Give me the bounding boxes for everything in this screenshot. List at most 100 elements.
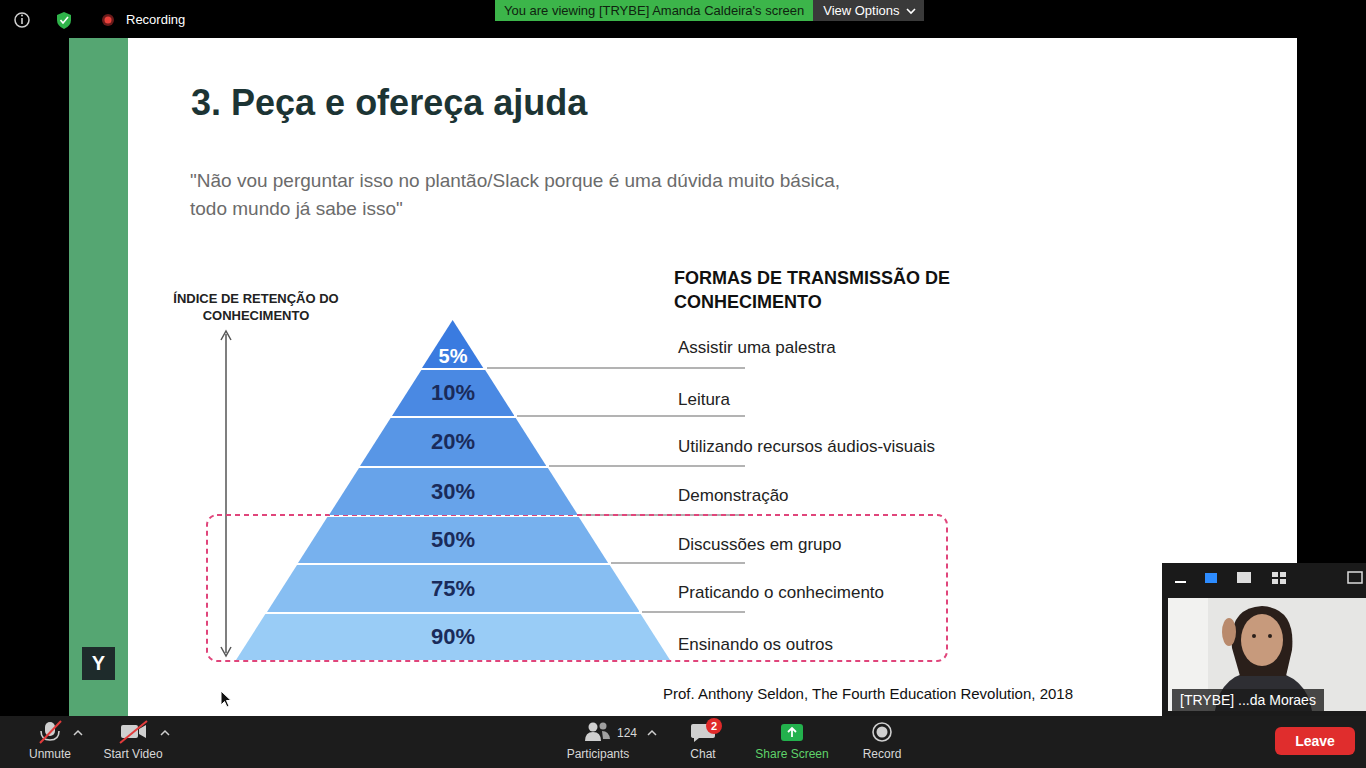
record-icon-dot: [877, 727, 888, 738]
record-dot: [105, 17, 112, 24]
leader-line: [517, 415, 745, 417]
pyramid-band: 75%: [267, 565, 640, 612]
panel-icon: [1348, 572, 1362, 583]
retention-arrow: [225, 334, 227, 653]
person-hand: [1222, 618, 1236, 646]
participants-icon: [600, 723, 607, 730]
banner-text: You are viewing [TRYBE] Amanda Caldeira'…: [504, 3, 804, 18]
panel-icon: [1280, 572, 1286, 577]
toolbar-label: Start Video: [103, 747, 162, 761]
percentage: 20%: [431, 431, 475, 453]
source-citation: Prof. Anthony Seldon, The Fourth Educati…: [663, 685, 1073, 703]
highlight-box: [207, 515, 947, 661]
participant-name: [TRYBE] ...da Moraes: [1180, 692, 1316, 708]
pyramid-band: 20%: [360, 418, 546, 466]
caret-icon: [161, 731, 169, 735]
band-fill: [329, 468, 578, 515]
pyramid-band: 50%: [298, 517, 608, 563]
share-arrow: [788, 728, 796, 737]
security-shield: [57, 12, 71, 29]
person-eye: [1268, 634, 1272, 638]
recording-status: Recording: [126, 12, 185, 28]
percentage: 50%: [431, 529, 475, 551]
video-feed: [1168, 598, 1366, 711]
participants-icon: [589, 723, 598, 732]
chat-badge: 2: [706, 718, 722, 734]
view-options-button: View Options: [813, 0, 923, 21]
video-panel: [1162, 563, 1366, 716]
percentage: 10%: [431, 382, 475, 404]
slide-title: 3. Peça e ofereça ajuda: [191, 81, 587, 125]
pyramid-band: 5%: [422, 320, 483, 368]
toolbar-label: Chat: [690, 747, 715, 761]
participant-count: 124: [617, 726, 637, 740]
band-fill: [422, 320, 483, 368]
person-face: [1241, 614, 1283, 666]
logo-box: Y: [82, 647, 115, 680]
panel-icon: [1237, 572, 1251, 583]
top-bar: [0, 0, 1366, 38]
button-text: Leave: [1295, 733, 1335, 749]
video-slash: [120, 721, 147, 743]
toolbar-label: Share Screen: [755, 747, 828, 761]
panel-icon: [1272, 579, 1278, 584]
record-ring: [102, 14, 114, 26]
pyramid-band: 30%: [329, 468, 578, 515]
method-label: Praticando o conhecimento: [678, 582, 884, 604]
caret-icon: [648, 731, 656, 735]
toolbar-label: Unmute: [29, 747, 71, 761]
slide-green-strip: [69, 38, 128, 716]
pyramid-band: 10%: [392, 370, 515, 416]
info-icon-dot: [21, 15, 23, 17]
person-eye: [1252, 634, 1256, 638]
participant-name-tag: [TRYBE] ...da Moraes: [1172, 689, 1324, 711]
button-text: View Options: [823, 3, 899, 18]
participants-icon: [585, 732, 601, 741]
leader-line: [549, 465, 745, 467]
info-icon: [15, 13, 29, 27]
arrow-head: [221, 647, 231, 656]
method-label: Utilizando recursos áudios-visuais: [678, 436, 935, 458]
quote-text: "Não vou perguntar isso no plantão/Slack…: [190, 167, 850, 223]
record-icon: [873, 723, 891, 741]
band-fill: [392, 370, 515, 416]
leader-line: [642, 611, 745, 613]
viewing-banner: You are viewing [TRYBE] Amanda Caldeira'…: [495, 0, 813, 21]
toolbar-label: Record: [863, 747, 902, 761]
method-label: Assistir uma palestra: [678, 337, 836, 359]
toolbar-bar: [0, 716, 1366, 768]
panel-icon: [1205, 573, 1217, 583]
toolbar-label: Participants: [567, 747, 630, 761]
arrow-head: [221, 331, 231, 340]
panel-icon: [1280, 579, 1286, 584]
chevron-icon: [906, 7, 916, 15]
caret-icon: [74, 731, 82, 735]
mouse-cursor: [221, 691, 231, 707]
share-screen-icon: [781, 724, 803, 741]
badge-count: 2: [711, 720, 717, 732]
percentage: 5%: [439, 345, 468, 368]
method-label: Ensinando os outros: [678, 634, 833, 656]
method-label: Demonstração: [678, 485, 789, 507]
pyramid-band: 90%: [236, 614, 670, 660]
band-fill: [298, 517, 608, 563]
method-label: Discussões em grupo: [678, 534, 841, 556]
person-hair: [1232, 606, 1293, 676]
method-label: Leitura: [678, 389, 730, 411]
mute-slash: [40, 721, 61, 743]
band-fill: [360, 418, 546, 466]
column-header: FORMAS DE TRANSMISSÃO DE CONHECIMENTO: [674, 266, 1019, 314]
panel-icon: [1272, 572, 1278, 577]
percentage: 75%: [431, 578, 475, 600]
percentage: 90%: [431, 626, 475, 648]
band-fill: [267, 565, 640, 612]
percentage: 30%: [431, 481, 475, 503]
logo-letter: Y: [92, 652, 105, 674]
shield-check: [61, 17, 69, 23]
panel-icon: [1175, 581, 1186, 583]
leader-line: [487, 367, 745, 369]
axis-title: ÍNDICE DE RETENÇÃO DO CONHECIMENTO: [168, 290, 344, 324]
band-fill: [236, 614, 670, 660]
leave-button: Leave: [1275, 727, 1355, 755]
